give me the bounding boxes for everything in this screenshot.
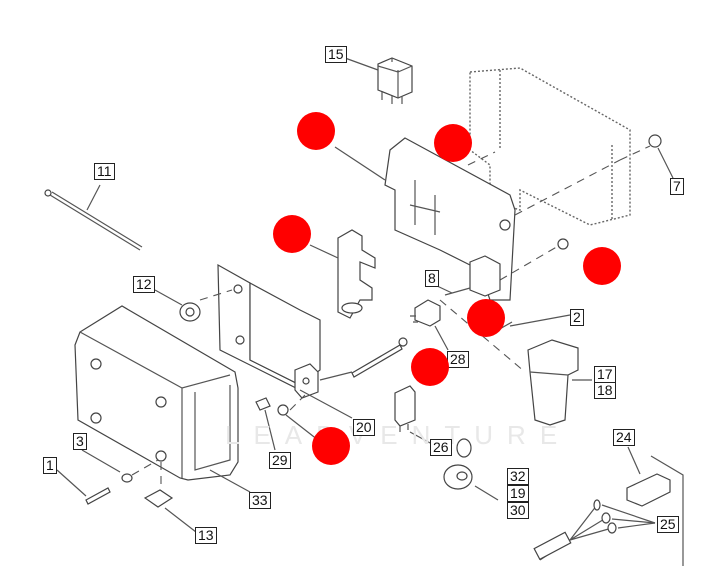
screw-8-part	[444, 287, 471, 296]
set-screw-29-part	[255, 397, 271, 411]
label-30[interactable]: 19	[507, 485, 529, 502]
label-29[interactable]: 29	[269, 452, 291, 469]
label-1[interactable]: 1	[43, 457, 57, 474]
hidden-callout-7[interactable]	[312, 427, 350, 465]
stud-20-part	[351, 337, 408, 378]
label-17[interactable]: 33	[249, 492, 271, 509]
hidden-callout-6[interactable]	[411, 348, 449, 386]
box-cover-17-part	[74, 305, 239, 481]
label-25[interactable]: 25	[657, 516, 679, 533]
connector-24-part	[626, 473, 671, 507]
washer-3-part	[121, 473, 133, 483]
label-13[interactable]: 13	[195, 527, 217, 544]
label-15[interactable]: 15	[325, 46, 347, 63]
label-33[interactable]: 30	[507, 502, 529, 519]
label-20[interactable]: 20	[353, 419, 375, 436]
clamp-bracket-part	[337, 229, 376, 319]
relay-15-part	[377, 57, 413, 104]
rear-bracket-part	[469, 67, 631, 226]
nut-part	[277, 404, 289, 416]
box-bracket-part	[217, 263, 321, 399]
watermark: LEADVENTURE	[225, 420, 572, 450]
bolt-1-part	[85, 487, 111, 505]
grommet-12-part	[179, 302, 201, 322]
label-7[interactable]: 7	[670, 178, 684, 195]
label-19[interactable]: 32	[507, 468, 529, 485]
plug-part	[469, 255, 501, 297]
ring-terminal-part	[443, 438, 473, 490]
label-11[interactable]: 11	[94, 163, 115, 180]
label-2[interactable]: 2	[570, 309, 584, 326]
label-26[interactable]: 26	[430, 439, 452, 456]
nut-7-part	[648, 134, 662, 148]
relay-28-part	[410, 299, 441, 327]
cable-tie-11-part	[44, 189, 143, 251]
hidden-callout-3[interactable]	[273, 215, 311, 253]
harness-25-part	[533, 499, 617, 561]
label-32[interactable]: 18	[594, 382, 616, 399]
hidden-callout-2[interactable]	[434, 124, 472, 162]
pad-13-part	[143, 489, 174, 508]
hidden-callout-4[interactable]	[583, 247, 621, 285]
hidden-callout-5[interactable]	[467, 299, 505, 337]
connector-housing-part	[527, 339, 579, 426]
label-18[interactable]: 17	[594, 366, 616, 383]
label-3[interactable]: 3	[73, 433, 87, 450]
hidden-callout-1[interactable]	[297, 112, 335, 150]
label-28[interactable]: 28	[447, 351, 469, 368]
fuse-26-part	[394, 385, 416, 432]
label-12[interactable]: 12	[133, 276, 155, 293]
label-24[interactable]: 24	[613, 429, 635, 446]
label-8[interactable]: 8	[425, 270, 439, 287]
